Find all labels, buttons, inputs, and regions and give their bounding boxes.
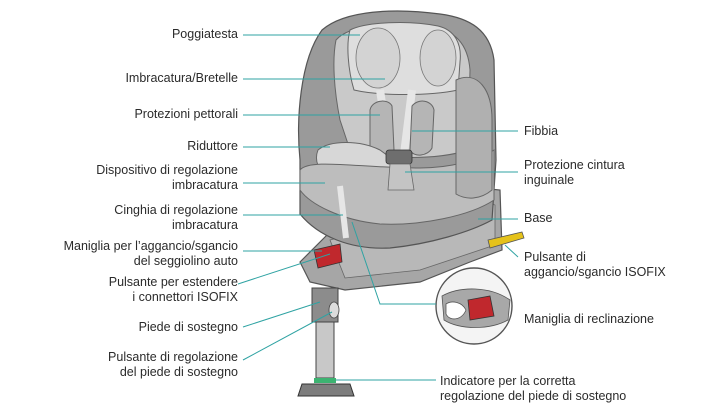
label-protezione-cintura: Protezione cintura inguinale: [524, 158, 625, 188]
label-base: Base: [524, 211, 553, 226]
label-protezioni-pettorali: Protezioni pettorali: [134, 107, 238, 122]
label-riduttore: Riduttore: [187, 139, 238, 154]
support-leg-lower: [316, 322, 334, 378]
label-piede-sostegno: Piede di sostegno: [139, 320, 238, 335]
label-pulsante-regolazione: Pulsante di regolazione del piede di sos…: [108, 350, 238, 380]
label-pulsante-estendere: Pulsante per estendere i connettori ISOF…: [109, 275, 238, 305]
label-dispositivo-regolazione: Dispositivo di regolazione imbracatura: [96, 163, 238, 193]
label-maniglia-reclinazione: Maniglia di reclinazione: [524, 312, 654, 327]
label-pulsante-isofix: Pulsante di aggancio/sgancio ISOFIX: [524, 250, 666, 280]
label-maniglia-aggancio: Maniglia per l’aggancio/sgancio del segg…: [64, 239, 238, 269]
label-indicatore: Indicatore per la corretta regolazione d…: [440, 374, 626, 404]
buckle: [386, 150, 412, 164]
label-imbracatura: Imbracatura/Bretelle: [125, 71, 238, 86]
crotch-pad: [388, 164, 414, 190]
label-cinghia-regolazione: Cinghia di regolazione imbracatura: [114, 203, 238, 233]
support-foot: [298, 384, 354, 396]
label-poggiatesta: Poggiatesta: [172, 27, 238, 42]
label-fibbia: Fibbia: [524, 124, 558, 139]
recline-handle: [468, 296, 494, 320]
support-indicator: [314, 378, 336, 383]
